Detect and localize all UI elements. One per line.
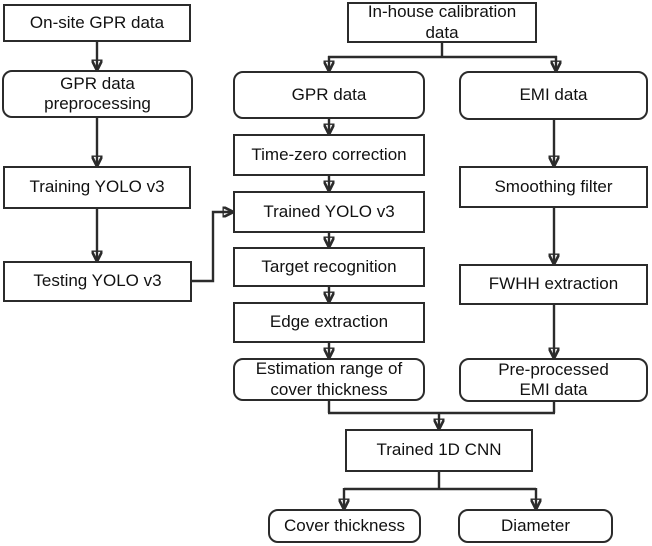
node-label: Trained 1D CNN <box>376 440 502 460</box>
node-label: Smoothing filter <box>494 176 613 196</box>
node-label: Diameter <box>501 515 570 535</box>
node-time-zero-correction: Time-zero correction <box>233 134 425 176</box>
node-in-house-calibration-data: In-house calibration data <box>347 2 537 43</box>
node-label: Pre-processed EMI data <box>498 359 609 399</box>
node-label: EMI data <box>519 85 588 105</box>
node-label: In-house calibration data <box>367 2 517 42</box>
node-trained-yolo-v3: Trained YOLO v3 <box>233 191 425 233</box>
node-target-recognition: Target recognition <box>233 247 425 287</box>
node-cover-thickness: Cover thickness <box>268 509 421 543</box>
node-label: Testing YOLO v3 <box>33 271 162 291</box>
node-label: Training YOLO v3 <box>29 177 165 197</box>
node-edge-extraction: Edge extraction <box>233 302 425 343</box>
node-label: GPR data preprocessing <box>44 73 151 113</box>
node-on-site-gpr-data: On-site GPR data <box>3 4 191 42</box>
node-label: GPR data <box>291 84 367 104</box>
node-gpr-data-preprocessing: GPR data preprocessing <box>2 70 193 118</box>
node-label: Cover thickness <box>284 515 405 535</box>
node-fwhh-extraction: FWHH extraction <box>459 264 648 305</box>
node-smoothing-filter: Smoothing filter <box>459 166 648 208</box>
node-pre-processed-emi-data: Pre-processed EMI data <box>459 358 648 402</box>
node-emi-data: EMI data <box>459 71 648 120</box>
node-label: Edge extraction <box>269 312 389 332</box>
node-label: Estimation range of cover thickness <box>255 359 403 399</box>
node-label: Trained YOLO v3 <box>263 201 395 221</box>
node-label: On-site GPR data <box>29 12 165 32</box>
edge-testing-to-trainedyolo <box>192 212 233 283</box>
node-gpr-data: GPR data <box>233 71 425 119</box>
node-diameter: Diameter <box>458 509 613 543</box>
node-estimation-range: Estimation range of cover thickness <box>233 358 425 401</box>
node-label: FWHH extraction <box>488 274 619 294</box>
node-label: Target recognition <box>261 256 397 276</box>
node-testing-yolo-v3: Testing YOLO v3 <box>3 261 192 302</box>
node-label: Time-zero correction <box>251 144 407 164</box>
node-trained-1d-cnn: Trained 1D CNN <box>345 429 533 472</box>
node-training-yolo-v3: Training YOLO v3 <box>3 166 191 209</box>
